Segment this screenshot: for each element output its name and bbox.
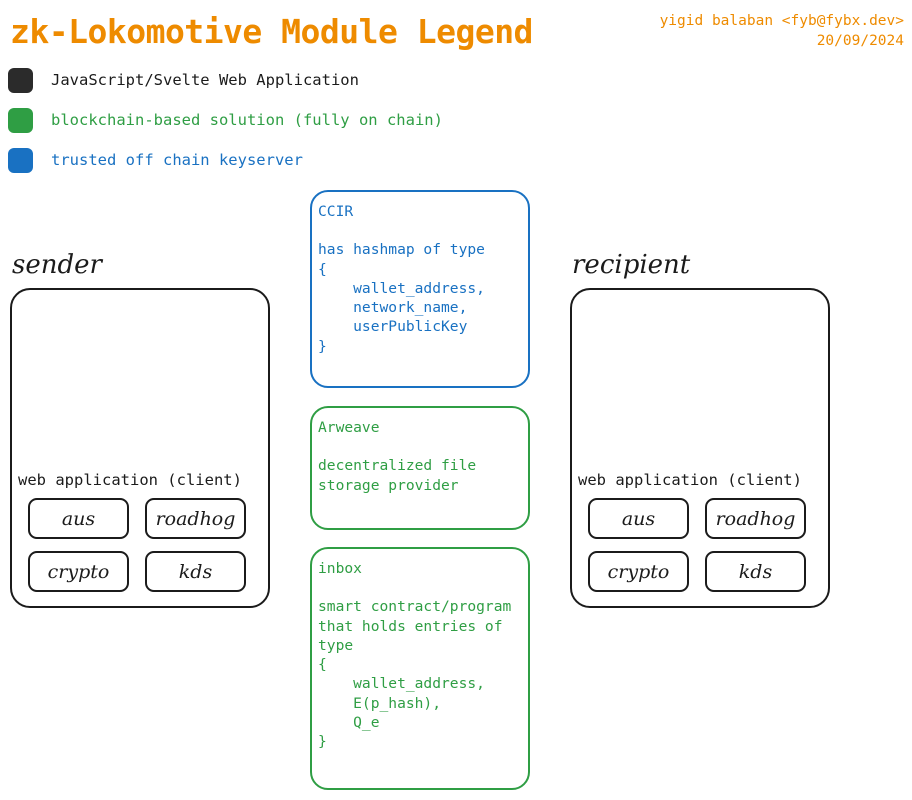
legend-item-keyserver: trusted off chain keyserver	[8, 146, 608, 186]
ccir-title: CCIR	[318, 203, 354, 220]
note-box-inbox: inbox smart contract/program that holds …	[310, 547, 530, 790]
sender-module-kds[interactable]: kds	[145, 551, 246, 592]
recipient-web-application-box: web application (client) aus roadhog cry…	[570, 288, 830, 608]
legend-label-blockchain: blockchain-based solution (fully on chai…	[51, 111, 443, 129]
recipient-module-aus[interactable]: aus	[588, 498, 689, 539]
recipient-module-roadhog[interactable]: roadhog	[705, 498, 806, 539]
recipient-module-kds[interactable]: kds	[705, 551, 806, 592]
sender-module-aus[interactable]: aus	[28, 498, 129, 539]
sender-web-application-box: web application (client) aus roadhog cry…	[10, 288, 270, 608]
author-name: yigid balaban <fyb@fybx.dev>	[659, 13, 904, 29]
legend-label-webapp: JavaScript/Svelte Web Application	[51, 71, 359, 89]
legend-swatch-webapp	[8, 68, 33, 93]
legend-item-blockchain: blockchain-based solution (fully on chai…	[8, 106, 608, 146]
recipient-module-crypto[interactable]: crypto	[588, 551, 689, 592]
arweave-body: decentralized file storage provider	[318, 457, 477, 494]
note-box-arweave: Arweave decentralized file storage provi…	[310, 406, 530, 530]
inbox-body: smart contract/program that holds entrie…	[318, 598, 512, 751]
sender-module-grid: aus roadhog crypto kds	[28, 498, 252, 592]
legend-label-keyserver: trusted off chain keyserver	[51, 151, 303, 169]
arweave-title: Arweave	[318, 419, 380, 436]
recipient-group-label: recipient	[572, 250, 691, 280]
sender-module-roadhog[interactable]: roadhog	[145, 498, 246, 539]
author-block: yigid balaban <fyb@fybx.dev> 20/09/2024	[660, 11, 904, 51]
sender-module-crypto[interactable]: crypto	[28, 551, 129, 592]
legend-swatch-blockchain	[8, 108, 33, 133]
sender-group-label: sender	[12, 250, 102, 280]
document-date: 20/09/2024	[816, 33, 904, 49]
recipient-module-grid: aus roadhog crypto kds	[588, 498, 812, 592]
legend: JavaScript/Svelte Web Application blockc…	[8, 66, 608, 186]
inbox-title: inbox	[318, 560, 362, 577]
page-title: zk-Lokomotive Module Legend	[10, 12, 533, 51]
ccir-body: has hashmap of type { wallet_address, ne…	[318, 241, 485, 355]
legend-swatch-keyserver	[8, 148, 33, 173]
sender-caption: web application (client)	[18, 471, 242, 489]
legend-item-webapp: JavaScript/Svelte Web Application	[8, 66, 608, 106]
note-box-ccir: CCIR has hashmap of type { wallet_addres…	[310, 190, 530, 388]
recipient-caption: web application (client)	[578, 471, 802, 489]
